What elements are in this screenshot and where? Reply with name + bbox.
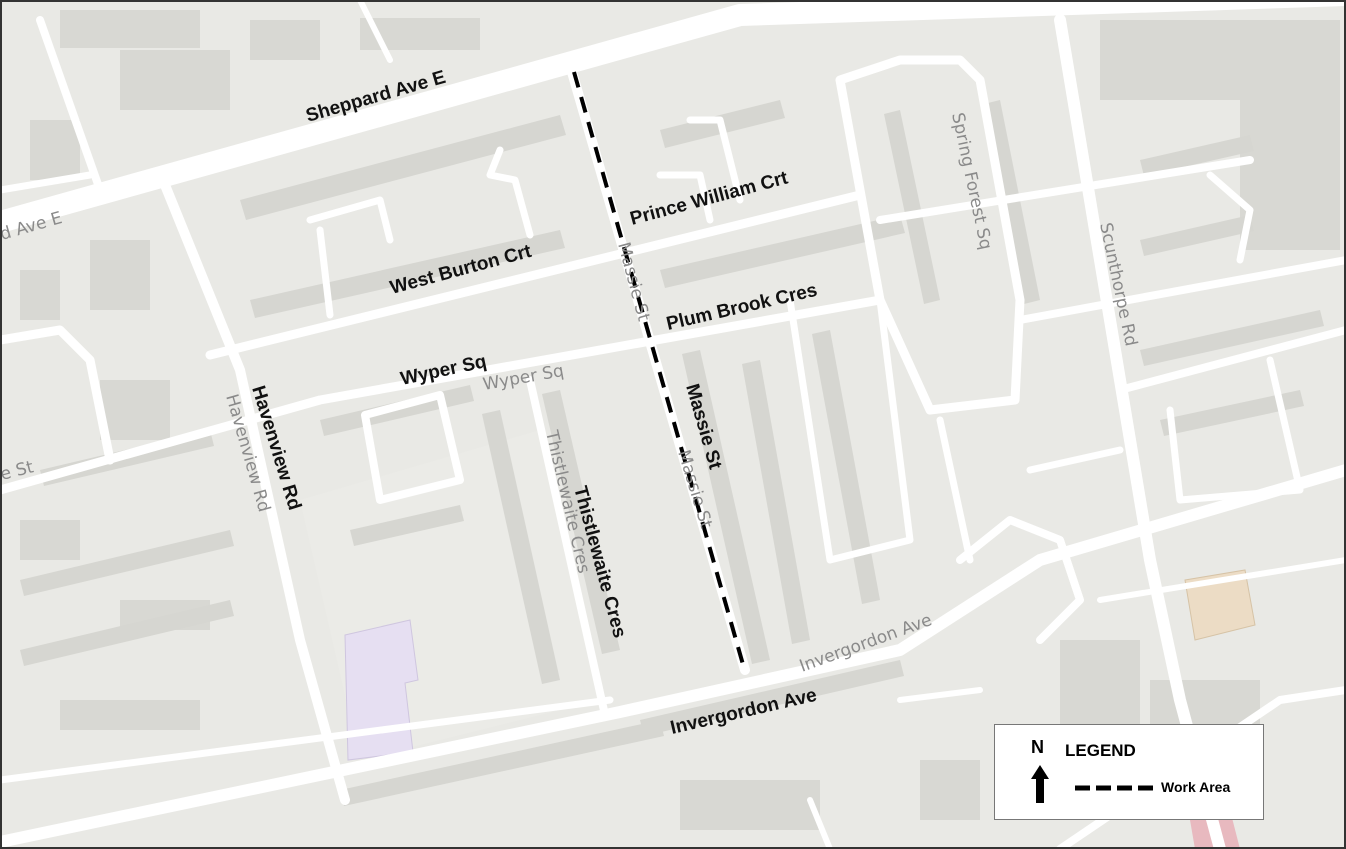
north-arrow-icon xyxy=(1031,765,1049,803)
institution-building xyxy=(1184,569,1256,641)
legend-box: N LEGEND Work Area xyxy=(994,724,1264,820)
north-label: N xyxy=(1031,737,1044,757)
legend-work-area-symbol xyxy=(1075,785,1155,791)
legend-work-area-label: Work Area xyxy=(1161,779,1231,795)
row-houses xyxy=(20,100,1324,806)
legend-title: LEGEND xyxy=(1065,741,1136,760)
